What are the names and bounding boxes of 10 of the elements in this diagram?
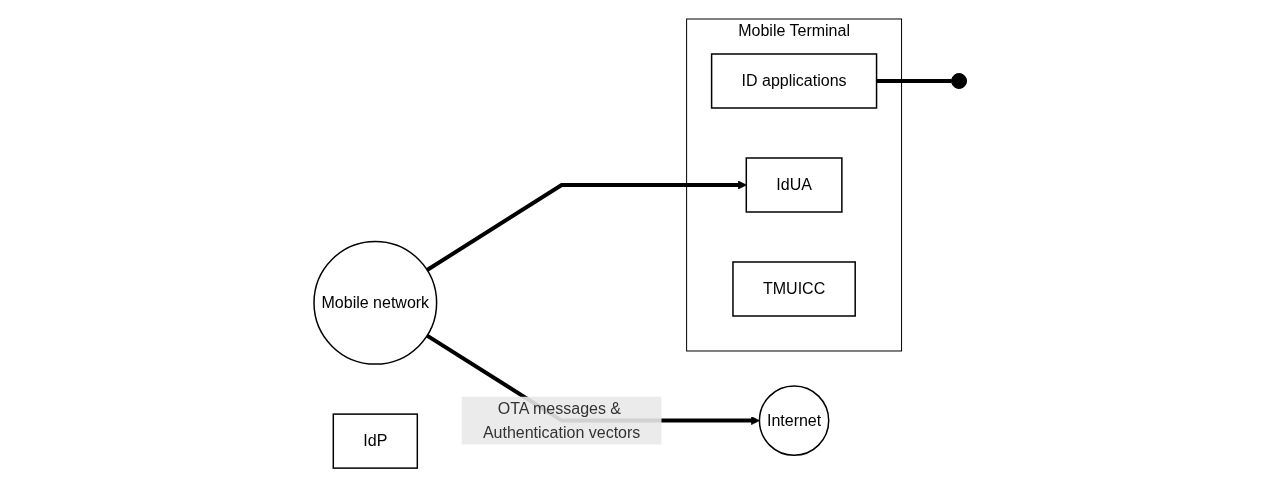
edge-label: OTA messages & Authentication vectors [483,399,641,441]
arrow [426,180,747,272]
connector [876,78,952,83]
node-box: ID applications [711,53,878,109]
node-box: TMUICC [732,261,857,317]
node-circle: Internet [758,385,830,456]
node-circle: Mobile network [313,240,438,365]
node-circle [951,72,968,89]
node-box: IdP [332,413,419,469]
node-box: IdUA [745,157,843,213]
